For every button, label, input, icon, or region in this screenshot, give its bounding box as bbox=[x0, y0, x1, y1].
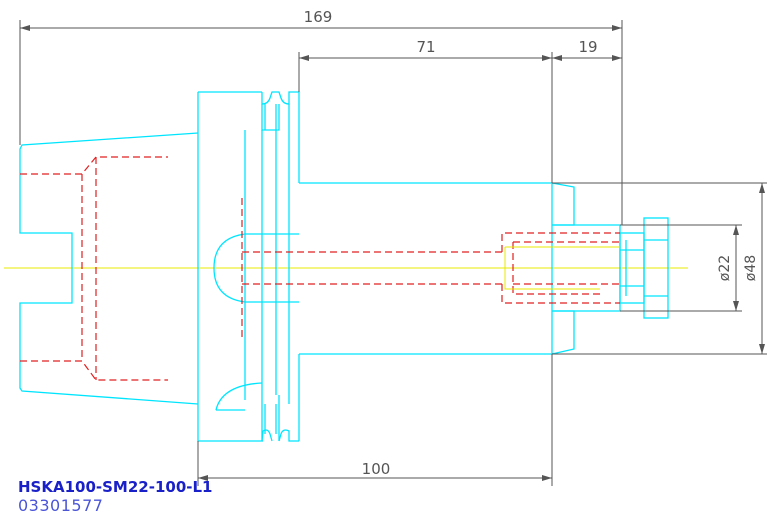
article-code: 03301577 bbox=[18, 496, 104, 515]
front-nose-outline bbox=[551, 182, 669, 355]
dim-overall-length: 169 bbox=[304, 8, 333, 26]
part-number: HSKA100-SM22-100-L1 bbox=[18, 478, 213, 496]
hidden-lines bbox=[20, 156, 620, 381]
dim-outer-diameter: ø48 bbox=[743, 255, 759, 281]
dim-shank-length: 71 bbox=[416, 38, 435, 56]
dimension-lines bbox=[19, 20, 767, 486]
bore-highlight bbox=[504, 246, 620, 290]
flange-outline bbox=[197, 91, 300, 442]
dim-gauge-length: 100 bbox=[362, 460, 391, 478]
dimension-arrows bbox=[20, 25, 765, 481]
dim-nose-length: 19 bbox=[578, 38, 597, 56]
shank-outline bbox=[245, 182, 553, 355]
hsk-taper-outline bbox=[19, 132, 199, 405]
dim-bore-diameter: ø22 bbox=[717, 255, 733, 281]
